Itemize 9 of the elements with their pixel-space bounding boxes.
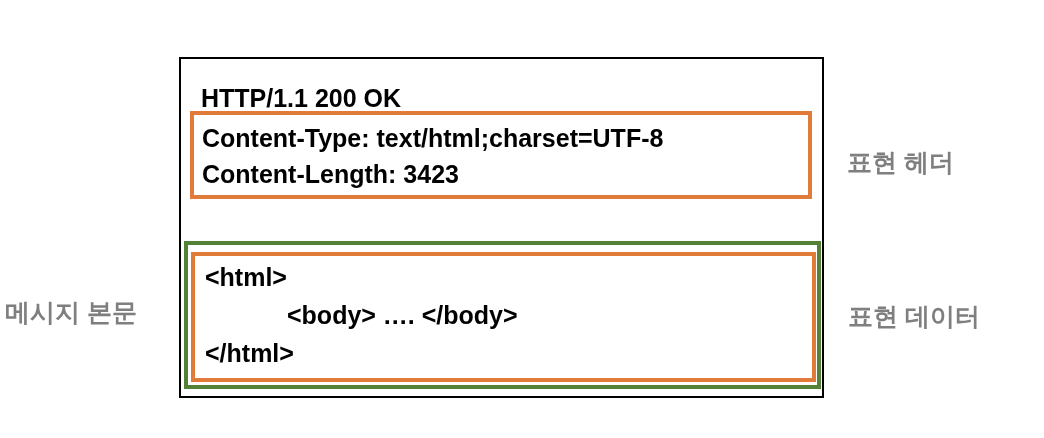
side-label: 메시지 본문 (5, 297, 137, 327)
code-line: </html> (205, 338, 294, 368)
code-line: <body> …. </body> (287, 300, 518, 330)
code-line: <html> (205, 262, 287, 292)
side-label: 표현 데이터 (848, 301, 980, 331)
status-line: HTTP/1.1 200 OK (201, 83, 402, 113)
side-label: 표현 헤더 (847, 147, 954, 177)
header-line: Content-Length: 3423 (202, 159, 459, 189)
header-line: Content-Type: text/html;charset=UTF-8 (202, 123, 664, 153)
